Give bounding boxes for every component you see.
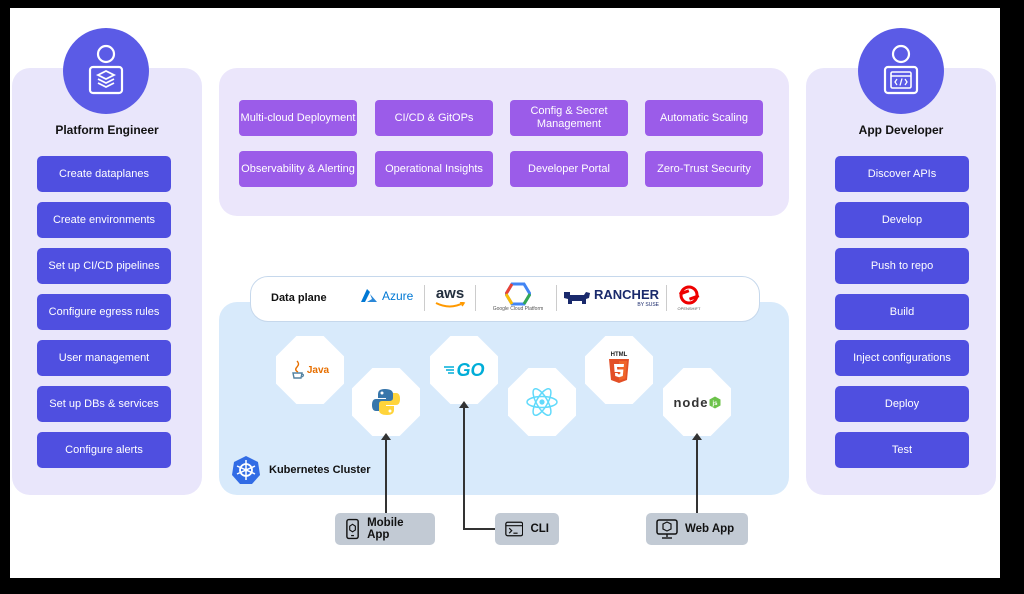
provider-divider xyxy=(666,285,667,311)
web-app-client[interactable]: Web App xyxy=(646,513,748,545)
pe-action-setup-dbs[interactable]: Set up DBs & services xyxy=(37,386,171,422)
layers-persona-icon xyxy=(88,44,124,95)
html5-runtime-tile[interactable]: HTML xyxy=(585,336,653,404)
openshift-logo: OPENSHIFT xyxy=(674,284,704,311)
html-label: HTML xyxy=(610,352,628,358)
platform-engineer-avatar xyxy=(63,28,149,114)
dev-action-deploy[interactable]: Deploy xyxy=(835,386,969,422)
data-plane-label: Data plane xyxy=(271,292,327,304)
web-app-label: Web App xyxy=(685,523,735,535)
code-window-persona-icon xyxy=(883,44,919,95)
java-runtime-tile[interactable]: Java xyxy=(276,336,344,404)
nodejs-hex-icon: js xyxy=(709,396,721,408)
rancher-label: RANCHER xyxy=(594,287,659,302)
mobile-to-python-connector xyxy=(385,437,387,516)
dev-action-discover-apis[interactable]: Discover APIs xyxy=(835,156,969,192)
web-to-node-connector xyxy=(696,437,698,516)
gcp-label: Google Cloud Platform xyxy=(492,306,544,312)
feature-cicd-gitops[interactable]: CI/CD & GitOPs xyxy=(375,100,493,136)
aws-logo: aws xyxy=(433,286,467,309)
feature-multi-cloud[interactable]: Multi-cloud Deployment xyxy=(239,100,357,136)
go-label: GO xyxy=(456,359,485,380)
node-label: node xyxy=(673,394,709,410)
cli-client[interactable]: CLI xyxy=(495,513,559,545)
openshift-icon xyxy=(678,285,700,305)
mobile-app-label: Mobile App xyxy=(367,517,404,541)
pe-action-configure-alerts[interactable]: Configure alerts xyxy=(37,432,171,468)
aws-label: aws xyxy=(435,285,465,302)
cli-label: CLI xyxy=(530,523,549,535)
react-icon xyxy=(526,387,558,417)
app-developer-avatar xyxy=(858,28,944,114)
azure-label: Azure xyxy=(382,289,414,303)
dev-action-develop[interactable]: Develop xyxy=(835,202,969,238)
rancher-sub-label: BY SUSE xyxy=(637,302,659,308)
terminal-icon xyxy=(505,521,524,537)
kubernetes-cluster-label-group: Kubernetes Cluster xyxy=(231,455,370,485)
svg-text:js: js xyxy=(711,401,718,407)
feature-observability[interactable]: Observability & Alerting xyxy=(239,151,357,187)
feature-auto-scaling[interactable]: Automatic Scaling xyxy=(645,100,763,136)
provider-divider xyxy=(556,285,557,311)
python-runtime-tile[interactable] xyxy=(352,368,420,436)
gcp-logo: Google Cloud Platform xyxy=(482,282,554,312)
rancher-cow-icon xyxy=(564,292,590,304)
dev-action-test[interactable]: Test xyxy=(835,432,969,468)
openshift-label: OPENSHIFT xyxy=(677,306,701,311)
go-runtime-tile[interactable]: GO xyxy=(430,336,498,404)
pe-action-user-management[interactable]: User management xyxy=(37,340,171,376)
google-cloud-icon xyxy=(505,282,531,306)
feature-zero-trust[interactable]: Zero-Trust Security xyxy=(645,151,763,187)
app-developer-title: App Developer xyxy=(858,123,944,137)
platform-engineer-title: Platform Engineer xyxy=(55,123,159,137)
mobile-app-client[interactable]: Mobile App xyxy=(335,513,435,545)
pe-action-setup-cicd[interactable]: Set up CI/CD pipelines xyxy=(37,248,171,284)
data-plane-bar xyxy=(250,276,760,322)
html5-shield-icon xyxy=(609,359,629,383)
feature-config-secrets[interactable]: Config & Secret Management xyxy=(510,100,628,136)
feature-operational-insights[interactable]: Operational Insights xyxy=(375,151,493,187)
feature-developer-portal[interactable]: Developer Portal xyxy=(510,151,628,187)
java-label: Java xyxy=(306,364,330,376)
aws-smile-icon xyxy=(435,302,466,308)
provider-divider xyxy=(424,285,425,311)
kubernetes-cluster-label: Kubernetes Cluster xyxy=(269,464,371,476)
nodejs-runtime-tile[interactable]: node js xyxy=(663,368,731,436)
dev-action-push-to-repo[interactable]: Push to repo xyxy=(835,248,969,284)
provider-divider xyxy=(475,285,476,311)
desktop-monitor-icon xyxy=(656,519,678,539)
cli-horizontal-connector xyxy=(463,528,495,530)
architecture-diagram: Platform Engineer Create dataplanes Crea… xyxy=(10,8,1000,578)
pe-action-egress-rules[interactable]: Configure egress rules xyxy=(37,294,171,330)
features-panel xyxy=(219,68,789,216)
dev-action-build[interactable]: Build xyxy=(835,294,969,330)
azure-logo: Azure xyxy=(360,289,413,303)
go-speed-lines-icon xyxy=(444,366,455,374)
java-cup-icon xyxy=(292,360,304,379)
azure-icon xyxy=(361,289,377,302)
dev-action-inject-configurations[interactable]: Inject configurations xyxy=(835,340,969,376)
rancher-logo: RANCHER BY SUSE xyxy=(562,288,659,308)
mobile-phone-icon xyxy=(346,518,359,540)
python-icon xyxy=(372,389,400,415)
cli-to-go-connector xyxy=(463,405,465,529)
kubernetes-helm-icon xyxy=(232,456,260,484)
react-runtime-tile[interactable] xyxy=(508,368,576,436)
pe-action-create-dataplanes[interactable]: Create dataplanes xyxy=(37,156,171,192)
pe-action-create-environments[interactable]: Create environments xyxy=(37,202,171,238)
